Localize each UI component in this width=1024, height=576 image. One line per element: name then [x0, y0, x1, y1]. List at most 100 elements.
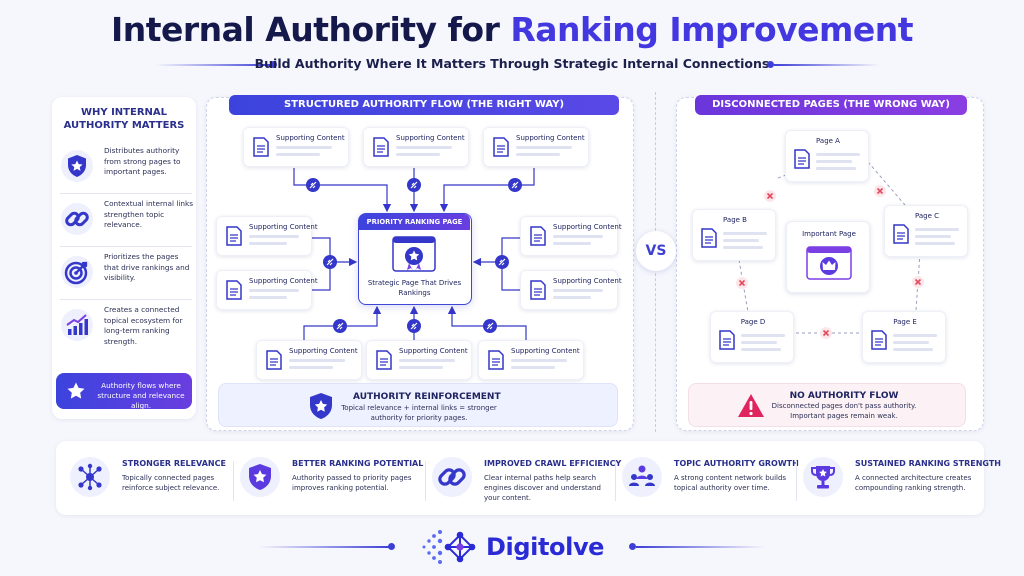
benefit-desc-line: Clear internal paths help search [484, 474, 597, 482]
card-label: Supporting Content [553, 277, 622, 285]
why-item-1: Distributes authority from strong pages … [58, 146, 194, 192]
text-bar [723, 246, 763, 249]
benefit-desc: Clear internal paths help search engines… [484, 473, 601, 503]
text-bar [741, 334, 785, 337]
document-icon [719, 330, 735, 350]
why-item-4: Creates a connected topical ecosystem fo… [58, 305, 194, 351]
why-title: WHY INTERNAL AUTHORITY MATTERS [63, 107, 185, 131]
document-icon [488, 350, 504, 370]
why-item-text: Prioritizes the pages that drive ranking… [104, 252, 190, 282]
divider [60, 246, 192, 247]
text-bar [915, 242, 955, 245]
card-label: Supporting Content [511, 347, 580, 355]
document-icon [376, 350, 392, 370]
why-item-text: Distributes authority from strong pages … [104, 146, 181, 176]
logo-dot-left [388, 543, 395, 550]
logo-line-left [258, 546, 390, 548]
card-label: Supporting Content [516, 134, 585, 142]
page-label: Page A [816, 137, 840, 145]
trophy-icon [803, 457, 843, 497]
card-label: Supporting Content [249, 277, 318, 285]
benefit-crawl-efficiency: IMPROVED CRAWL EFFICIENCY Clear internal… [432, 455, 621, 507]
benefit-title: SUSTAINED RANKING STRENGTH [855, 459, 1001, 468]
people-icon [622, 457, 662, 497]
benefit-desc-line: A connected architecture creates [855, 474, 972, 482]
card-label: Supporting Content [249, 223, 318, 231]
network-icon [70, 457, 110, 497]
structured-title: STRUCTURED AUTHORITY FLOW (THE RIGHT WAY… [229, 95, 619, 115]
text-bar [893, 334, 937, 337]
benefit-desc-line: A strong content network builds [674, 474, 787, 482]
card-label: Supporting Content [399, 347, 468, 355]
text-bar [741, 341, 777, 344]
document-icon [701, 228, 717, 248]
important-label: Important Page [802, 230, 856, 238]
benefit-desc-line: Topically connected pages [122, 474, 215, 482]
page-card-b: Page B [692, 209, 776, 261]
document-icon [871, 330, 887, 350]
text-bar [723, 239, 759, 242]
divider [233, 461, 234, 501]
text-bar [816, 167, 856, 170]
document-icon [226, 280, 242, 300]
text-bar [289, 359, 345, 362]
benefit-sustained-strength: SUSTAINED RANKING STRENGTH A connected a… [803, 455, 1001, 507]
benefit-desc-line: topical authority over time. [674, 484, 770, 492]
digitolve-logo-icon [422, 530, 476, 564]
divider [796, 461, 797, 501]
text-bar [553, 235, 603, 238]
why-item-text: Creates a connected topical ecosystem fo… [104, 305, 183, 346]
page-label: Page C [914, 212, 940, 220]
benefit-better-ranking: BETTER RANKING POTENTIAL Authority passe… [240, 455, 424, 507]
text-bar [511, 359, 567, 362]
reinforce-title: AUTHORITY REINFORCEMENT [353, 392, 501, 402]
document-icon [266, 350, 282, 370]
priority-text: Strategic Page That Drives Rankings [367, 279, 462, 297]
card-label: Supporting Content [396, 134, 465, 142]
document-icon [530, 280, 546, 300]
text-bar [816, 160, 852, 163]
benefit-desc: A strong content network builds topical … [674, 473, 786, 493]
link-icon [61, 203, 93, 235]
supporting-content-card: Supporting Content [363, 127, 469, 167]
why-callout: Authority flows where structure and rele… [56, 373, 192, 410]
priority-ranking-page: PRIORITY RANKING PAGE Strategic Page Tha… [358, 213, 472, 305]
supporting-content-card: Supporting Content [216, 216, 318, 256]
benefit-stronger-relevance: STRONGER RELEVANCE Topically connected p… [70, 455, 230, 507]
subtitle-line-left [155, 64, 271, 66]
benefit-desc-line: improves ranking potential. [292, 484, 389, 492]
authority-reinforcement: AUTHORITY REINFORCEMENT Topical relevanc… [218, 383, 618, 427]
text-bar [399, 366, 443, 369]
document-icon [253, 137, 269, 157]
text-bar [276, 146, 332, 149]
supporting-content-card: Supporting Content [483, 127, 589, 167]
page-subtitle: Build Authority Where It Matters Through… [254, 56, 770, 71]
benefit-title: BETTER RANKING POTENTIAL [292, 459, 424, 468]
page-label: Page E [893, 318, 917, 326]
no-authority-flow: NO AUTHORITY FLOW Disconnected pages don… [688, 383, 966, 427]
card-label: Supporting Content [289, 347, 358, 355]
text-bar [289, 366, 333, 369]
supporting-content-card: Supporting Content [256, 340, 362, 380]
noflow-desc: Disconnected pages don't pass authority.… [771, 402, 917, 420]
subtitle-dot-right [767, 61, 774, 68]
document-icon [794, 149, 810, 169]
shield-star-icon [240, 457, 280, 497]
benefit-desc-line: compounding ranking strength. [855, 484, 966, 492]
supporting-content-card: Supporting Content [520, 216, 622, 256]
logo-line-right [636, 546, 766, 548]
text-bar [276, 153, 320, 156]
text-bar [553, 296, 591, 299]
document-icon [373, 137, 389, 157]
browser-badge-icon [392, 236, 436, 272]
document-icon [893, 224, 909, 244]
card-label: Supporting Content [276, 134, 345, 142]
page-card-a: Page A [785, 130, 869, 182]
benefit-desc-line: reinforce subject relevance. [122, 484, 220, 492]
target-icon [61, 256, 93, 288]
text-bar [399, 359, 455, 362]
vs-badge: VS [636, 231, 676, 271]
benefit-desc-line: your content. [484, 494, 531, 502]
why-callout-text: Authority flows where structure and rele… [97, 381, 185, 410]
